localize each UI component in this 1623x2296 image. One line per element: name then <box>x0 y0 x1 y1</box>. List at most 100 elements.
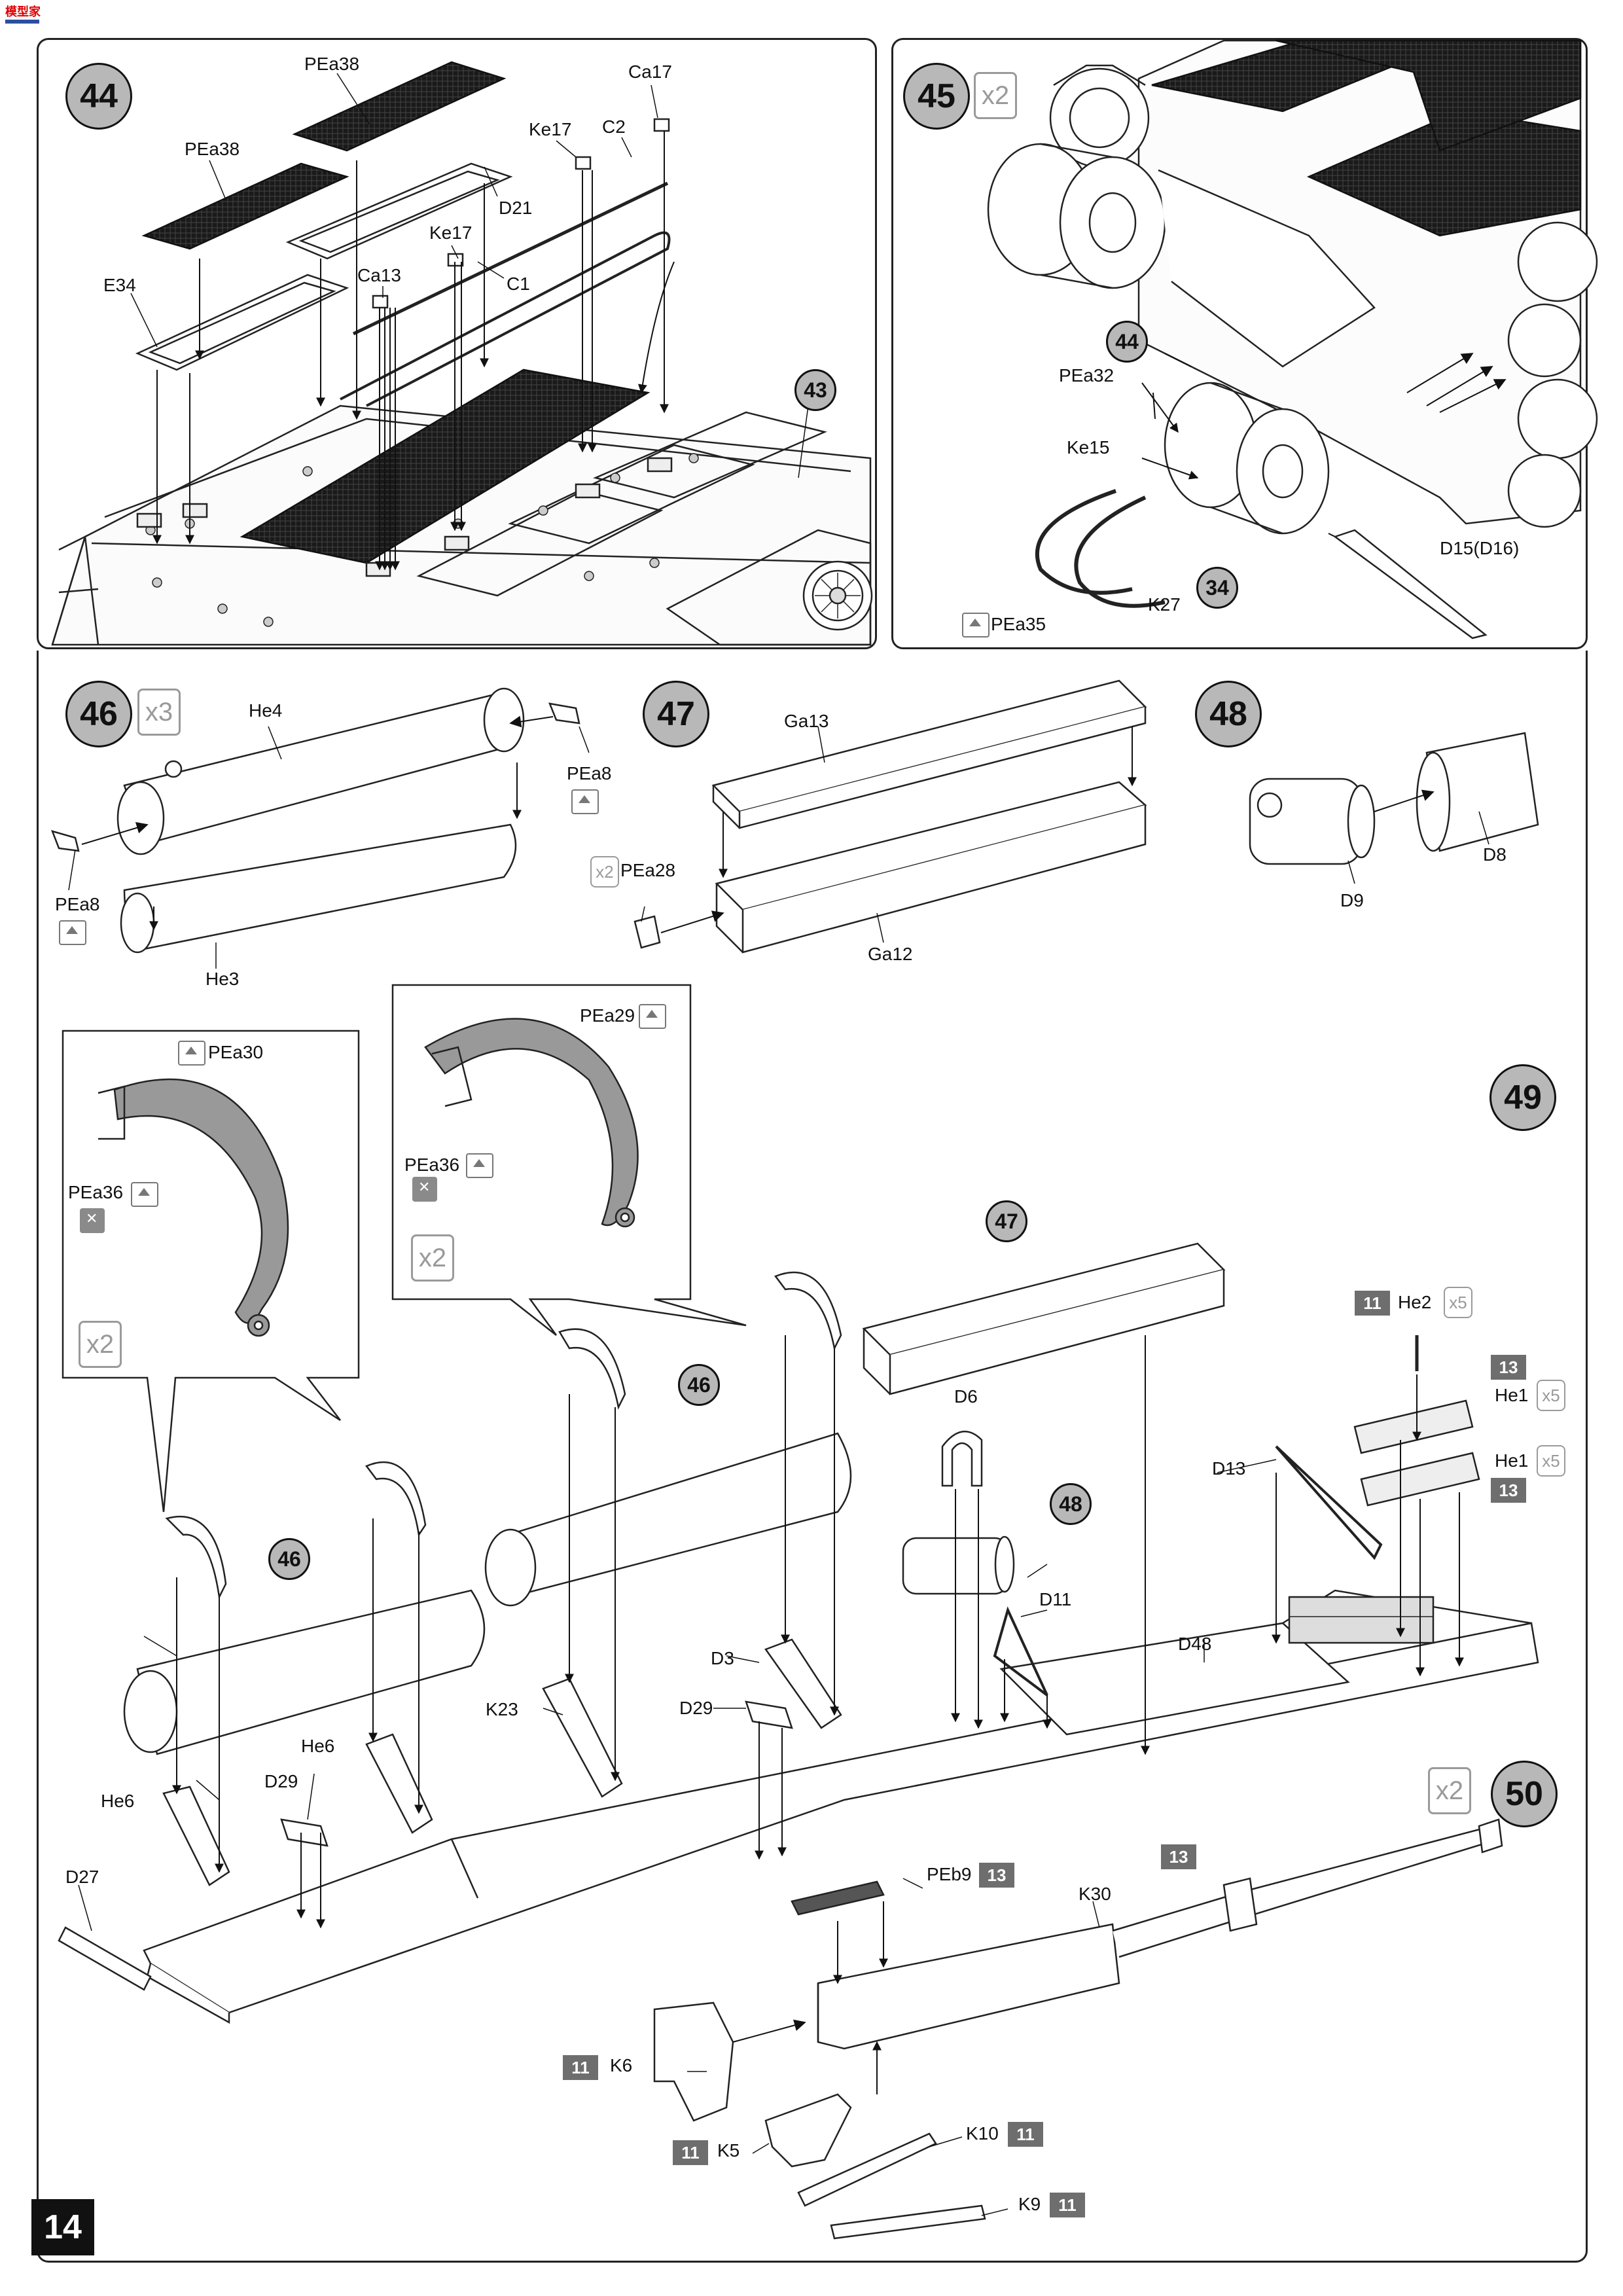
part-label: D8 <box>1483 844 1507 865</box>
part-label: He1 <box>1495 1385 1529 1405</box>
step-44-exploded-parts <box>130 61 809 571</box>
step-number-47: 47 <box>643 681 709 747</box>
paint-code-badge: 13 <box>979 1863 1014 1888</box>
detail-callout-2 <box>391 984 747 1336</box>
step-48-art <box>1249 732 1539 884</box>
part-label: Ke17 <box>529 119 572 139</box>
bend-icon <box>80 1208 105 1233</box>
detail-callout-1 <box>62 1030 360 1513</box>
part-label: D11 <box>1039 1589 1072 1609</box>
multiplier-step-45: x2 <box>974 72 1017 119</box>
part-label: PEa38 <box>185 139 240 159</box>
part-label: He6 <box>301 1736 335 1756</box>
reference-step-47: 47 <box>986 1200 1027 1242</box>
part-label: D13 <box>1212 1458 1246 1479</box>
step-number-50: 50 <box>1491 1761 1558 1827</box>
part-label: D27 <box>65 1867 99 1887</box>
page-number: 14 <box>31 2199 94 2255</box>
part-label: K23 <box>486 1699 518 1719</box>
part-label: PEb9 <box>927 1864 972 1884</box>
part-label: PEa32 <box>1059 365 1115 386</box>
step-46-art <box>50 687 590 969</box>
part-label: PEa36 <box>404 1155 460 1175</box>
photo-etch-icon <box>59 920 86 945</box>
multiplier-he1a: x5 <box>1537 1380 1565 1411</box>
photo-etch-icon <box>131 1182 158 1207</box>
part-label: He2 <box>1398 1292 1432 1312</box>
part-label: K6 <box>610 2055 633 2075</box>
svg-text:模: 模 <box>5 5 18 19</box>
part-label: D9 <box>1340 890 1364 910</box>
reference-step-46-upper: 46 <box>678 1364 720 1406</box>
part-label: D29 <box>264 1771 298 1791</box>
part-label: Ke17 <box>429 223 473 243</box>
photo-etch-icon <box>178 1041 205 1066</box>
paint-code-badge: 13 <box>1161 1844 1196 1869</box>
part-label: He6 <box>101 1791 135 1811</box>
part-label: K10 <box>966 2123 999 2144</box>
part-label: He3 <box>205 969 240 989</box>
part-label: PEa30 <box>208 1042 264 1062</box>
paint-code-badge: 11 <box>1050 2193 1085 2217</box>
multiplier-step-46: x3 <box>137 689 181 736</box>
part-label: PEa38 <box>304 54 360 74</box>
paint-code-badge: 11 <box>563 2055 598 2080</box>
reference-step-34: 34 <box>1196 567 1238 609</box>
reference-step-44: 44 <box>1106 321 1148 363</box>
part-label: C1 <box>507 274 530 294</box>
part-label: PEa29 <box>580 1005 635 1026</box>
step-number-45: 45 <box>903 63 970 130</box>
reference-step-43: 43 <box>794 369 836 411</box>
photo-etch-icon <box>639 1004 666 1029</box>
step-50-art <box>653 1818 1503 2240</box>
paint-code-badge: 13 <box>1491 1355 1526 1380</box>
part-label: C2 <box>602 117 626 137</box>
step-49-art <box>58 1242 1539 2024</box>
paint-code-badge: 13 <box>1491 1478 1526 1503</box>
part-label: D29 <box>679 1698 713 1718</box>
part-label: Ke15 <box>1067 437 1110 457</box>
step-number-49: 49 <box>1489 1064 1556 1131</box>
step-number-46: 46 <box>65 681 132 747</box>
part-label: K5 <box>717 2140 740 2161</box>
step-45-art <box>987 39 1598 639</box>
part-label: D3 <box>711 1648 734 1668</box>
photo-etch-icon <box>466 1153 493 1178</box>
paint-code-badge: 11 <box>673 2140 708 2165</box>
part-label: Ga13 <box>784 711 829 731</box>
bend-icon <box>412 1177 437 1202</box>
multiplier-step-50: x2 <box>1428 1767 1471 1814</box>
paint-code-badge: 11 <box>1355 1291 1390 1316</box>
step-47-art <box>633 679 1147 954</box>
step-number-48: 48 <box>1195 681 1262 747</box>
multiplier-he1b: x5 <box>1537 1445 1565 1477</box>
paint-code-badge: 11 <box>1008 2122 1043 2147</box>
svg-text:型: 型 <box>17 5 29 19</box>
multiplier-detail-2: x2 <box>411 1234 454 1282</box>
multiplier-detail-1: x2 <box>79 1321 122 1368</box>
step-number-44: 44 <box>65 63 132 130</box>
publisher-logo: 模 型 家 <box>4 4 41 24</box>
part-label: PEa35 <box>991 614 1046 634</box>
reference-step-48: 48 <box>1050 1483 1092 1525</box>
photo-etch-icon <box>962 613 990 637</box>
reference-step-46-lower: 46 <box>268 1538 310 1580</box>
part-label: Ca13 <box>357 265 401 285</box>
part-label: PEa28 <box>620 860 676 880</box>
part-label: Ga12 <box>868 944 913 964</box>
part-label: Ca17 <box>628 62 672 82</box>
svg-text:家: 家 <box>29 5 41 19</box>
part-label: D21 <box>499 198 533 218</box>
multiplier-he2: x5 <box>1444 1287 1472 1318</box>
part-label: PEa8 <box>567 763 612 783</box>
part-label: He4 <box>249 700 283 721</box>
part-label: PEa8 <box>55 894 100 914</box>
part-label: D48 <box>1178 1634 1212 1654</box>
part-label: PEa36 <box>68 1182 124 1202</box>
part-label: D15(D16) <box>1440 538 1520 558</box>
part-label: K30 <box>1079 1884 1111 1904</box>
photo-etch-icon <box>571 789 599 814</box>
part-label: D6 <box>954 1386 978 1407</box>
